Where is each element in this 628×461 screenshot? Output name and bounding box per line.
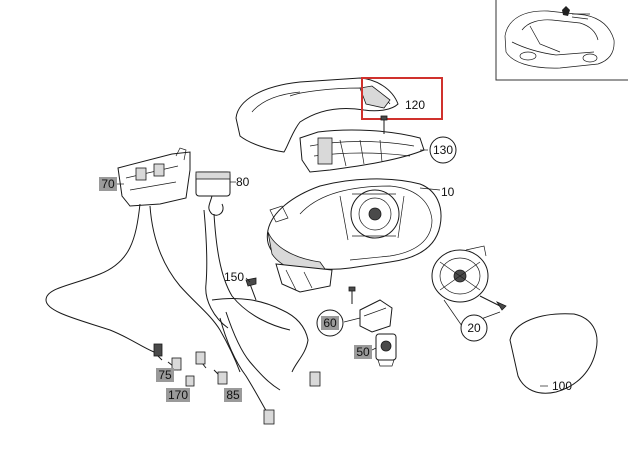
car-locator-icon [504,6,615,69]
svg-text:80: 80 [236,175,250,189]
mirror-cover [235,77,399,153]
svg-text:85: 85 [226,388,240,402]
mirror-glass [509,313,598,394]
mirror-housing [266,178,442,293]
svg-text:10: 10 [441,185,455,199]
svg-text:75: 75 [158,368,172,382]
svg-text:150: 150 [224,270,244,284]
callout-120: 120 [405,98,425,112]
svg-text:50: 50 [356,345,370,359]
callout-75: 75 [156,368,174,382]
svg-text:120: 120 [405,98,425,112]
callout-50: 50 [354,345,372,359]
clip-60 [348,286,393,333]
bracket-assembly [117,147,191,207]
callout-70: 70 [99,177,117,191]
screw-120 [380,115,388,134]
svg-text:130: 130 [433,143,453,157]
svg-text:70: 70 [101,177,115,191]
svg-text:170: 170 [168,388,188,402]
actuator-50 [375,333,397,367]
callout-60: 60 [316,309,344,337]
screw-20 [479,295,507,311]
callout-130: 130 [429,136,457,164]
callout-170: 170 [166,388,190,402]
callout-100: 100 [552,379,572,393]
mirror-frame [299,129,425,173]
control-module [195,171,231,216]
mirror-motor [431,245,489,303]
connectors [153,343,321,425]
callout-10: 10 [441,185,455,199]
svg-text:100: 100 [552,379,572,393]
callout-80: 80 [236,175,250,189]
callout-85: 85 [224,388,242,402]
highlight-box-120 [361,77,443,120]
car-locator-inset [495,0,628,81]
screw-150 [245,277,257,301]
callout-20: 20 [460,314,488,342]
svg-text:60: 60 [323,316,337,330]
callout-150: 150 [224,270,244,284]
svg-text:20: 20 [467,321,481,335]
